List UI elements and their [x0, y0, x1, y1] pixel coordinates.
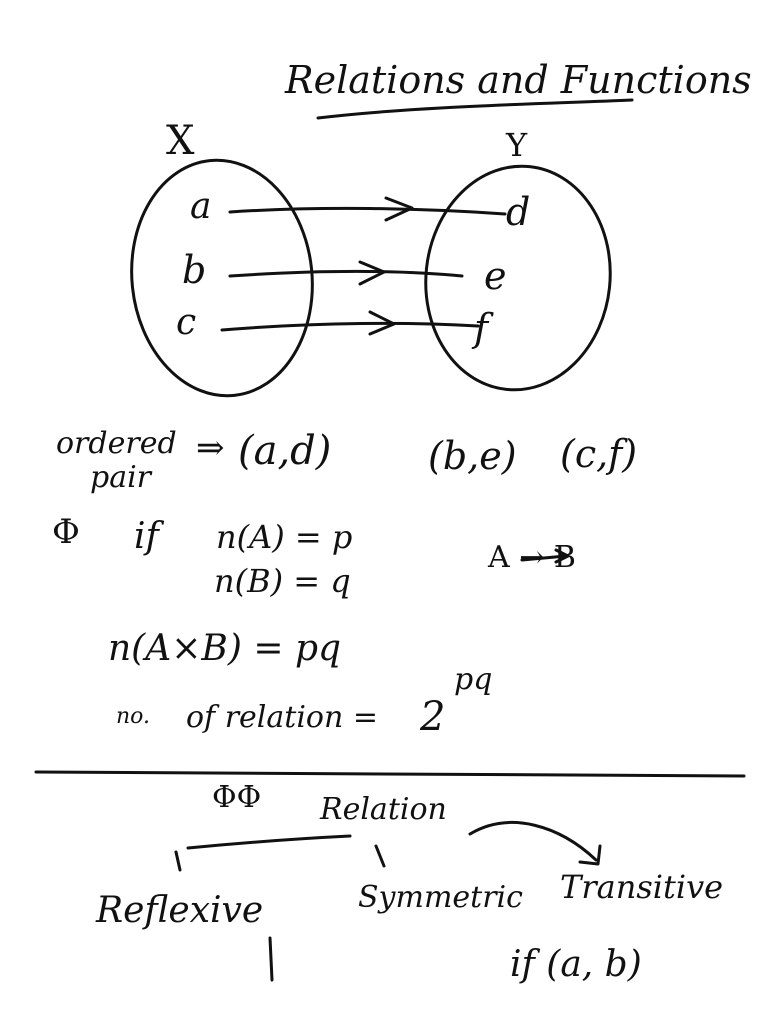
- implies-symbol: ⇒: [196, 428, 225, 468]
- branch-reflexive: [186, 834, 352, 850]
- ordered-pair-3: (c,f): [560, 432, 638, 476]
- ordered-pair-label-line2: pair: [90, 460, 152, 495]
- page-title: Relations and Functions: [285, 58, 752, 102]
- domain-element-a: a: [190, 186, 212, 227]
- branch-transitive-arc: [468, 821, 598, 862]
- codomain-element-e: e: [484, 254, 507, 298]
- ordered-pair-1: (a,d): [238, 428, 332, 474]
- relation-type-transitive: Transitive: [560, 868, 724, 906]
- set-x-ellipse: [130, 158, 314, 398]
- ordered-pair-label-line1: ordered: [56, 426, 177, 461]
- arrow-c-to-f: [220, 321, 480, 332]
- arrow-b-to-e: [228, 270, 464, 278]
- arrow-a-to-d: [228, 206, 507, 216]
- title-underline: [316, 98, 634, 120]
- note1-if: if: [134, 516, 159, 557]
- branch-symmetric-tick: [374, 844, 386, 868]
- domain-element-b: b: [182, 248, 207, 292]
- note1-mapping: A → B: [488, 540, 576, 575]
- note1-count-label: of relation =: [186, 700, 378, 735]
- ordered-pair-2: (b,e): [428, 434, 517, 478]
- note2-partial-text: if (a, b): [510, 944, 642, 985]
- domain-element-c: c: [176, 302, 197, 343]
- set-y-label: Y: [506, 126, 528, 164]
- note1-nA: n(A) = p: [216, 518, 353, 556]
- arrowhead-c-f: [368, 310, 396, 336]
- section-divider: [34, 770, 746, 778]
- note2-heading: Relation: [320, 792, 447, 827]
- arrowhead-b-e: [358, 260, 386, 286]
- relation-type-symmetric: Symmetric: [358, 880, 523, 915]
- arrowhead-a-d: [384, 196, 414, 222]
- set-y-ellipse: [424, 164, 612, 392]
- note1-count-base: 2: [420, 694, 446, 740]
- mapping-arrowhead: [554, 548, 570, 564]
- branch-transitive-head: [578, 844, 602, 866]
- set-x-label: X: [166, 118, 195, 164]
- note2-marker: ΦΦ: [212, 780, 262, 815]
- relation-type-reflexive: Reflexive: [96, 890, 264, 931]
- note1-count-prefix: no.: [116, 704, 151, 729]
- note1-nB: n(B) = q: [214, 562, 351, 600]
- codomain-element-d: d: [506, 190, 531, 234]
- note1-marker: Φ: [52, 512, 80, 552]
- note1-count-exponent: pq: [454, 662, 493, 697]
- mapping-arrow: [520, 554, 568, 562]
- note1-product: n(A×B) = pq: [108, 628, 342, 669]
- codomain-element-f: f: [474, 306, 489, 350]
- branch-reflexive-tick: [174, 850, 182, 872]
- reflexive-bar: [268, 936, 274, 982]
